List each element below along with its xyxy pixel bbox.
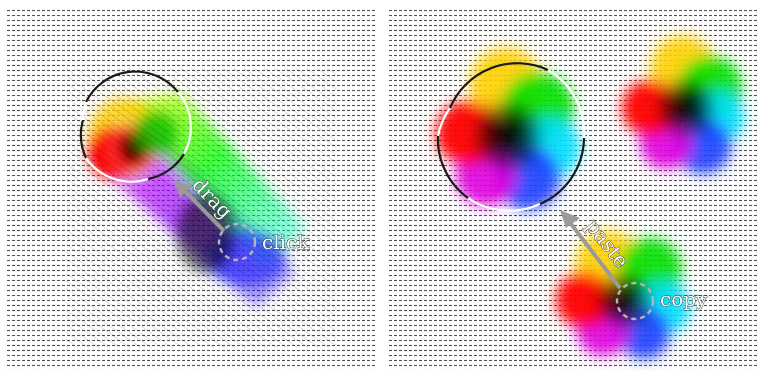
left-selection-circle: [79, 70, 192, 183]
source-skyrmion: [556, 231, 690, 359]
right-panel: paste copy: [388, 8, 758, 370]
copy-label: copy: [660, 287, 708, 311]
left-spin-field: drag click: [6, 8, 376, 370]
click-cursor-ring-icon[interactable]: [217, 222, 257, 262]
drag-arrow-icon: [174, 180, 226, 233]
click-label: click: [262, 230, 310, 254]
right-selection-circle: [436, 62, 586, 212]
right-spin-field: paste copy: [388, 8, 758, 370]
pasted-skyrmion: [436, 48, 580, 210]
paste-arrow-icon: [560, 210, 622, 290]
existing-skyrmion: [622, 36, 744, 174]
copy-cursor-ring-icon[interactable]: [615, 281, 655, 321]
left-panel: drag click: [6, 8, 376, 370]
